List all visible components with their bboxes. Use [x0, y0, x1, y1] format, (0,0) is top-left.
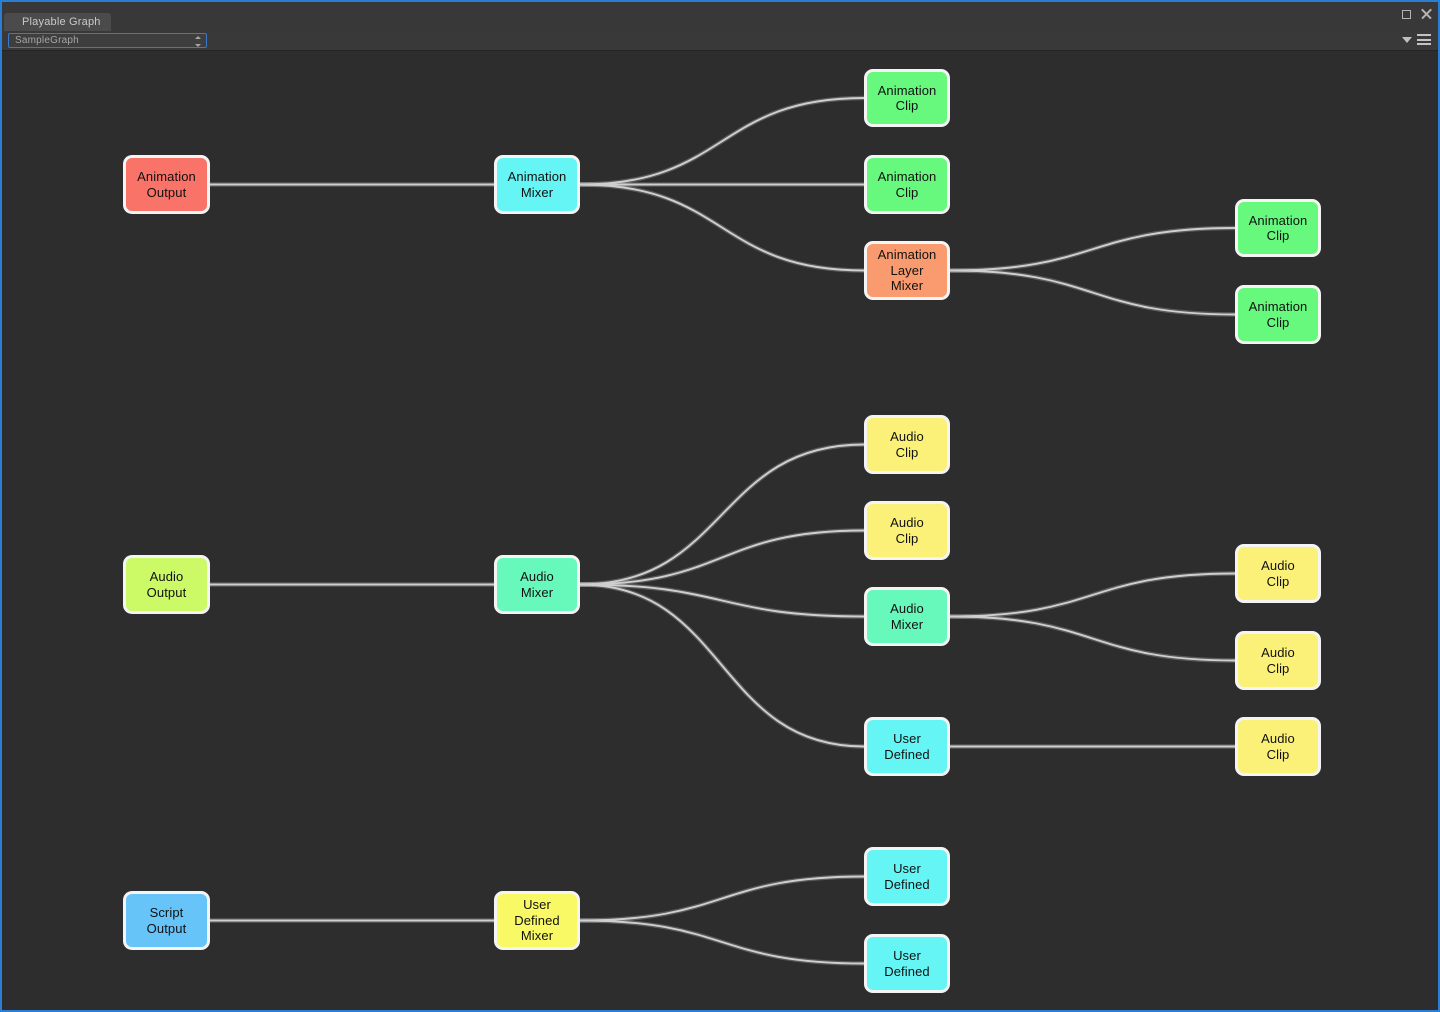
graph-node-label: Animation Clip: [877, 169, 937, 200]
graph-selector-value: SampleGraph: [15, 35, 79, 46]
graph-node-anim-clip-4[interactable]: Animation Clip: [1235, 285, 1321, 344]
graph-edge-glow: [949, 268, 1236, 317]
graph-node-label: User Defined Mixer: [514, 897, 560, 944]
graph-node-label: Audio Mixer: [520, 569, 554, 600]
graph-edge-audio-mixer-to-audio-clip-1: [579, 443, 865, 586]
graph-node-script-output[interactable]: Script Output: [123, 891, 210, 950]
graph-node-audio-clip-5[interactable]: Audio Clip: [1235, 717, 1321, 776]
graph-node-label: Audio Clip: [890, 429, 924, 460]
graph-node-user-defined-3[interactable]: User Defined: [864, 934, 950, 993]
graph-edge-anim-mixer-to-anim-layer-mixer: [579, 183, 865, 272]
graph-node-label: Animation Mixer: [507, 169, 567, 200]
graph-edge-glow: [579, 442, 865, 587]
graph-edges: [209, 95, 1236, 966]
graph-node-label: User Defined: [884, 861, 930, 892]
graph-node-label: User Defined: [884, 731, 930, 762]
graph-edge-anim-mixer-to-anim-clip-1: [579, 97, 865, 186]
graph-edge-glow: [579, 582, 865, 619]
window-titlebar: Playable Graph: [2, 2, 1438, 31]
graph-node-audio-clip-2[interactable]: Audio Clip: [864, 501, 950, 560]
graph-edge-glow: [579, 918, 865, 966]
graph-node-label: Animation Layer Mixer: [877, 247, 937, 294]
graph-edge-audio-mixer-2-to-audio-clip-3: [949, 572, 1236, 618]
graph-edge-glow: [579, 528, 865, 587]
graph-node-user-defined-2[interactable]: User Defined: [864, 847, 950, 906]
close-icon[interactable]: [1420, 8, 1432, 20]
graph-node-audio-clip-4[interactable]: Audio Clip: [1235, 631, 1321, 690]
graph-node-label: Audio Clip: [1261, 645, 1295, 676]
graph-node-label: Audio Clip: [1261, 558, 1295, 589]
graph-edge-audio-mixer-to-audio-clip-2: [579, 529, 865, 586]
graph-node-user-defined-1[interactable]: User Defined: [864, 717, 950, 776]
graph-node-audio-mixer[interactable]: Audio Mixer: [494, 555, 580, 614]
graph-node-label: Animation Clip: [877, 82, 937, 114]
graph-edge-glow: [579, 874, 865, 923]
graph-edge-user-defined-mixer-to-user-defined-3: [579, 919, 865, 965]
square-icon[interactable]: [1402, 9, 1411, 19]
toolbar-right-controls: [1402, 34, 1431, 45]
graph-edge-glow: [949, 225, 1236, 273]
graph-selector-dropdown[interactable]: SampleGraph: [8, 33, 207, 48]
graph-node-audio-clip-3[interactable]: Audio Clip: [1235, 544, 1321, 603]
graph-node-user-defined-mixer[interactable]: User Defined Mixer: [494, 891, 580, 950]
graph-edge-glow: [949, 614, 1236, 663]
graph-edge-glow: [949, 571, 1236, 619]
graph-node-anim-clip-1[interactable]: Animation Clip: [864, 69, 950, 127]
graph-node-audio-clip-1[interactable]: Audio Clip: [864, 415, 950, 474]
tab-playable-graph[interactable]: Playable Graph: [4, 13, 111, 31]
graph-edge-user-defined-mixer-to-user-defined-2: [579, 875, 865, 922]
graph-node-label: Animation Output: [137, 169, 196, 200]
graph-node-label: Audio Clip: [1261, 731, 1295, 762]
graph-node-anim-layer-mixer[interactable]: Animation Layer Mixer: [864, 241, 950, 300]
hamburger-menu-icon[interactable]: [1417, 34, 1431, 45]
graph-node-label: Audio Output: [146, 569, 187, 600]
graph-node-anim-mixer[interactable]: Animation Mixer: [494, 155, 580, 214]
chevron-updown-icon: [194, 36, 201, 47]
tab-label: Playable Graph: [22, 16, 101, 28]
graph-edge-glow: [579, 182, 865, 273]
graph-node-anim-clip-2[interactable]: Animation Clip: [864, 155, 950, 214]
graph-node-label: Animation Clip: [1248, 212, 1308, 244]
graph-node-label: Animation Clip: [1248, 299, 1308, 330]
graph-edge-glow: [579, 95, 865, 187]
graph-node-label: Audio Clip: [890, 515, 924, 546]
graph-node-label: User Defined: [884, 948, 930, 979]
graph-node-label: Audio Mixer: [890, 601, 924, 632]
graph-edge-glow: [579, 582, 865, 749]
graph-node-label: Script Output: [146, 905, 187, 936]
graph-node-anim-output[interactable]: Animation Output: [123, 155, 210, 214]
graph-node-audio-output[interactable]: Audio Output: [123, 555, 210, 614]
graph-edge-audio-mixer-2-to-audio-clip-4: [949, 615, 1236, 662]
graph-edge-audio-mixer-to-user-defined-1: [579, 583, 865, 748]
graph-node-anim-clip-3[interactable]: Animation Clip: [1235, 199, 1321, 257]
window-controls: [1402, 8, 1432, 20]
toolbar: SampleGraph: [2, 31, 1438, 51]
graph-edge-anim-layer-mixer-to-anim-clip-3: [949, 227, 1236, 272]
graph-edge-audio-mixer-to-audio-mixer-2: [579, 583, 865, 618]
graph-edge-anim-layer-mixer-to-anim-clip-4: [949, 269, 1236, 316]
filter-icon[interactable]: [1402, 36, 1412, 43]
graph-node-audio-mixer-2[interactable]: Audio Mixer: [864, 587, 950, 646]
